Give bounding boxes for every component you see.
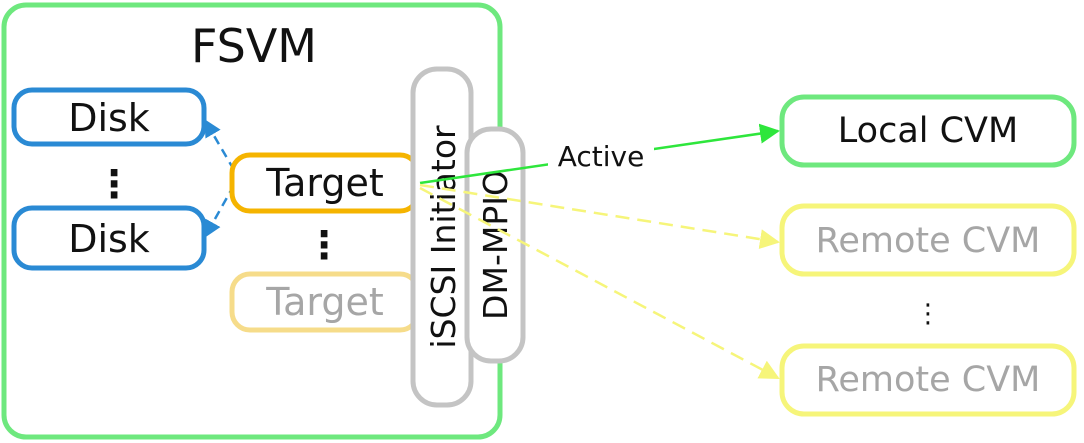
active-path-label: Active [558,140,645,173]
iscsi-initiator-label: iSCSI Initiator [424,125,463,349]
fsvm-title: FSVM [191,19,317,73]
dm-mpio-label: DM-MPIO [476,170,515,320]
disk-box-1 [11,87,207,147]
target-label-inactive: Target [265,280,384,324]
remote-cvm-label-2: Remote CVM [816,360,1041,400]
remote-cvm-box-2 [779,343,1077,417]
remote-cvm-box-1 [779,203,1077,277]
standby-path-line-1 [419,183,780,250]
active-label-bg [548,140,654,172]
disk-label-1: Disk [68,96,150,140]
disk-label-2: Disk [68,217,150,261]
disk-ellipsis: ⋮ [95,162,133,206]
local-cvm-box [779,94,1077,168]
remote-cvm-label-1: Remote CVM [816,221,1041,261]
remote-cvm-ellipsis: ⋮ [915,299,941,329]
target-ellipsis: ⋮ [305,223,343,267]
target-disk-link-lower [204,184,236,239]
disk-box-2 [11,205,207,271]
target-label-active: Target [265,161,384,205]
standby-path-line-2 [419,186,780,380]
dm-mpio-box [464,126,526,364]
local-cvm-label: Local CVM [838,111,1018,151]
target-disk-link-upper [204,118,236,171]
